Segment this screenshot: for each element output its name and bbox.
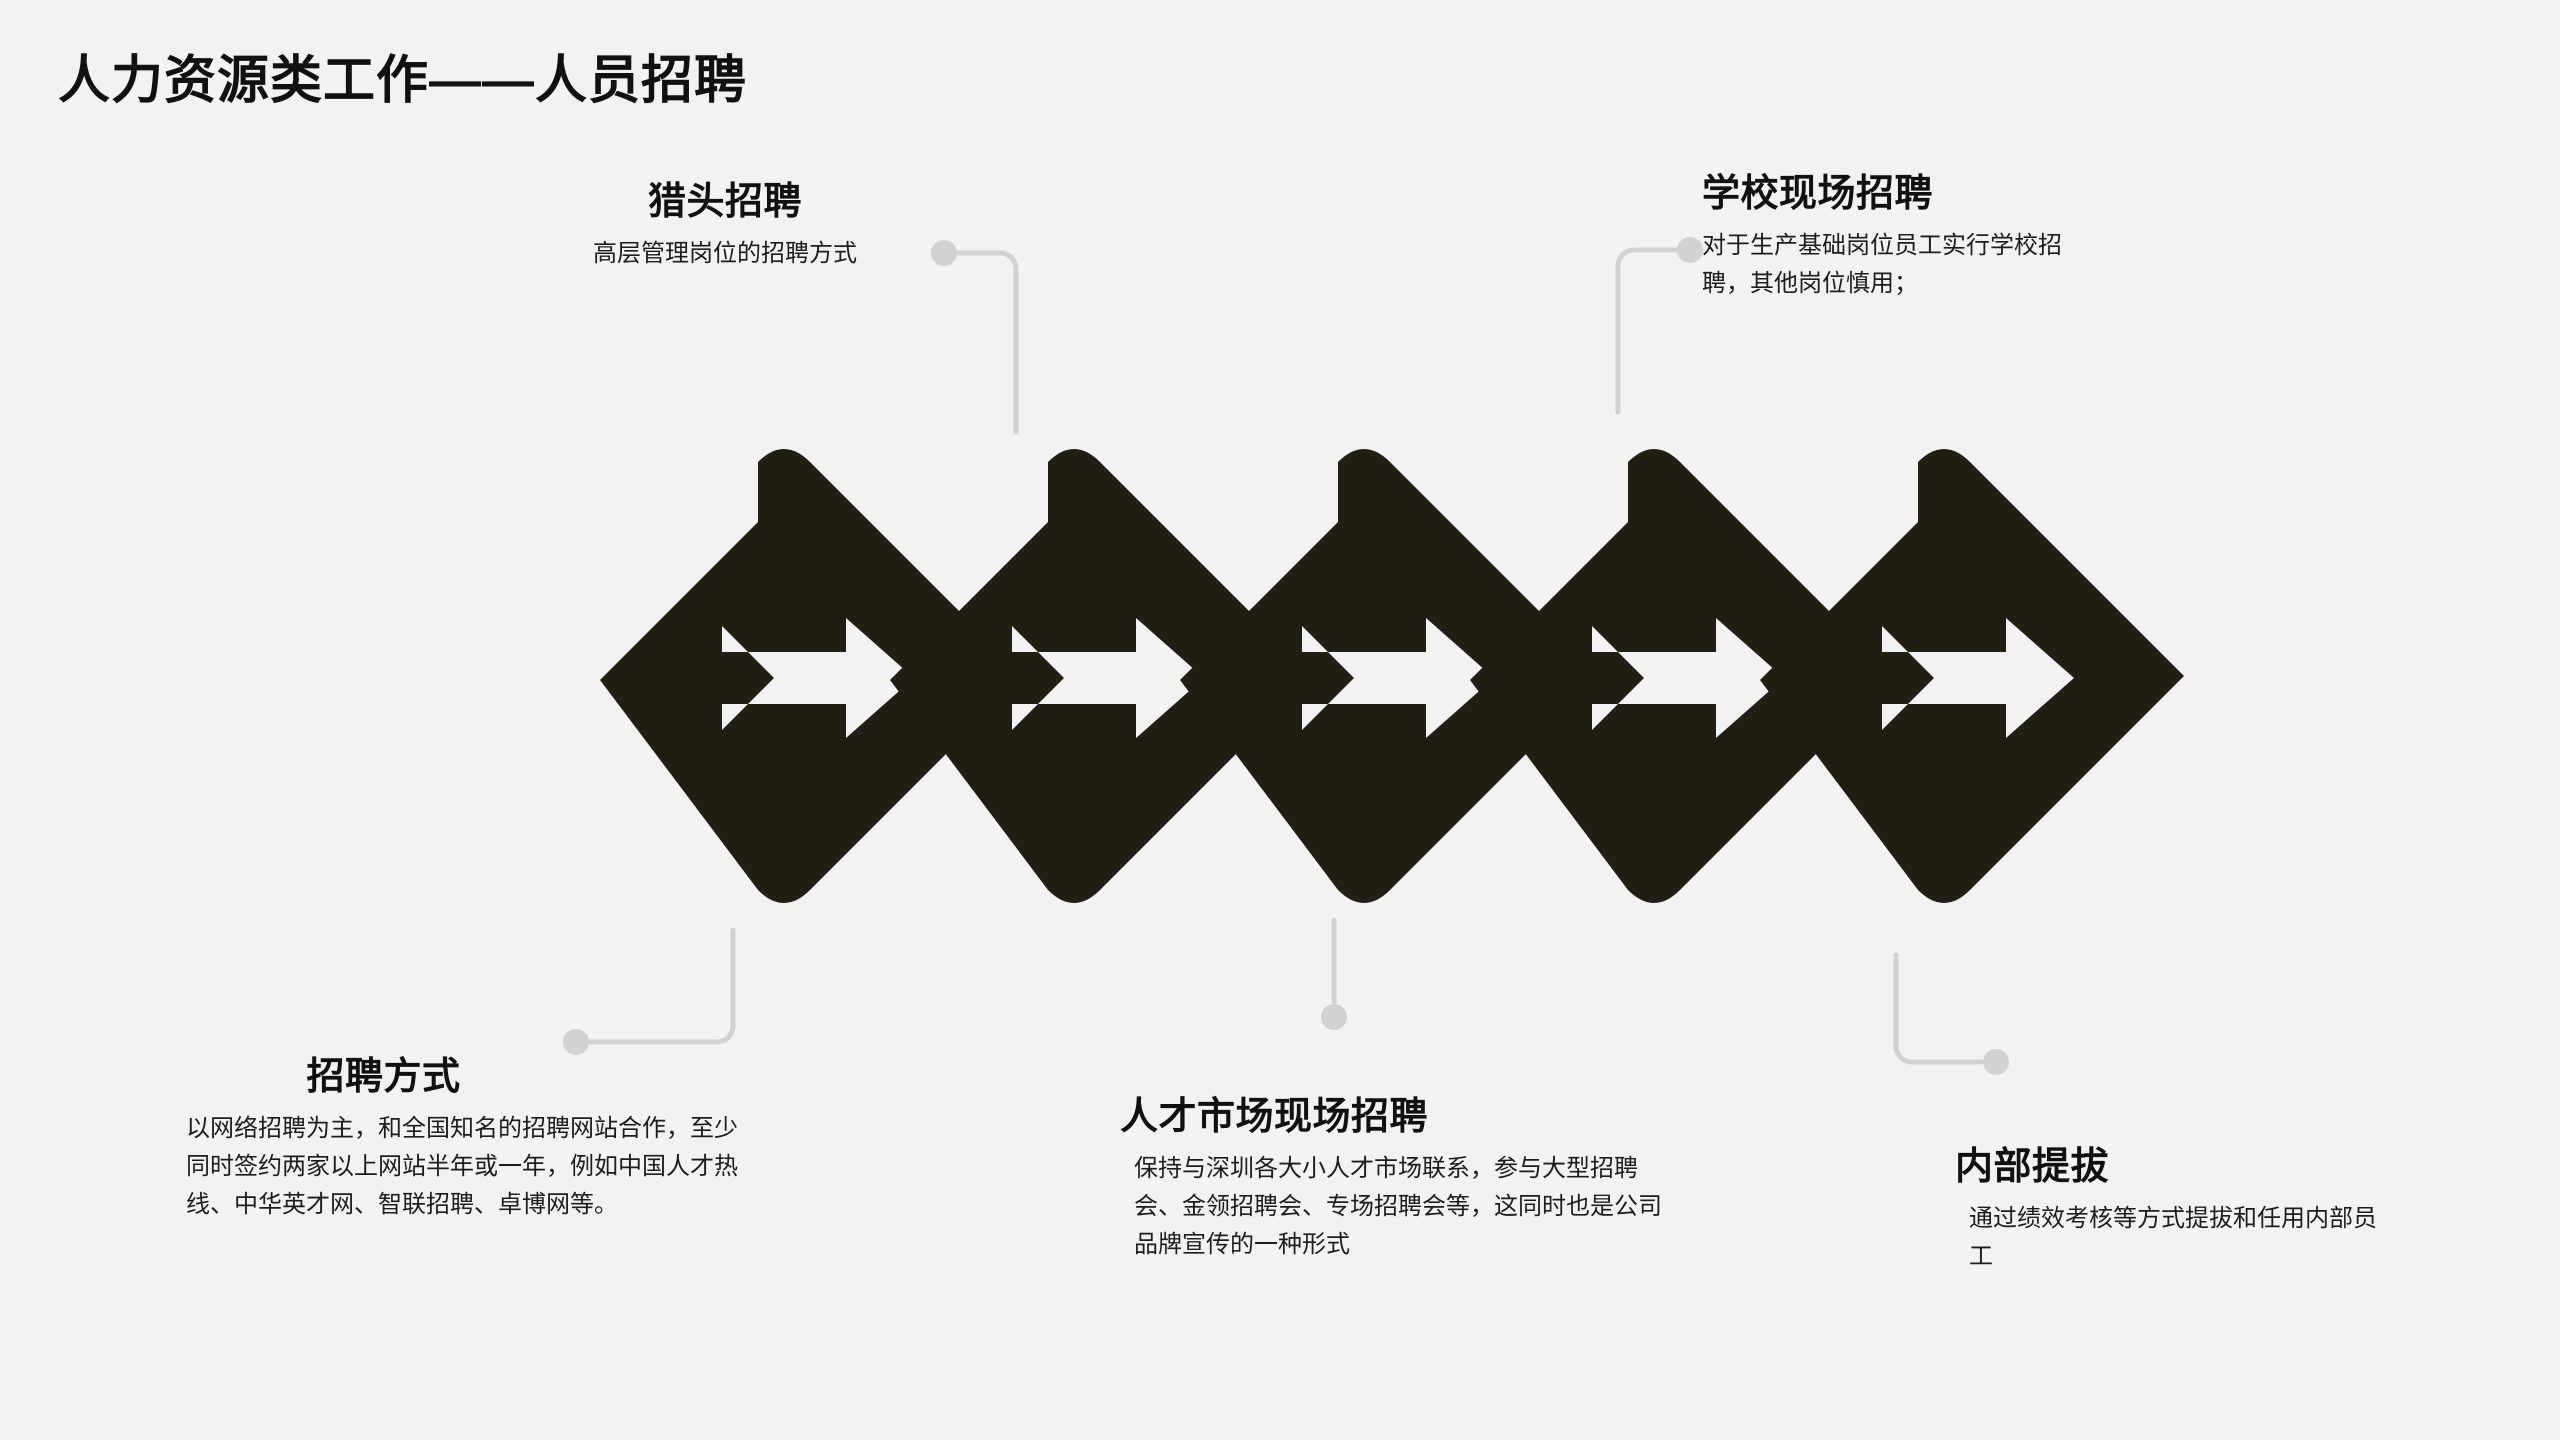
chevron-step-4 (1470, 449, 1894, 903)
callout-school: 学校现场招聘 对于生产基础岗位员工实行学校招聘，其他岗位慎用； (1702, 162, 2122, 303)
callout-method-title: 招聘方式 (306, 1056, 461, 1098)
connector-dot (1677, 237, 1703, 263)
callout-method: 招聘方式 以网络招聘为主，和全国知名的招聘网站合作，至少同时签约两家以上网站半年… (186, 1045, 746, 1224)
callout-headhunt-body: 高层管理岗位的招聘方式 (593, 240, 857, 267)
chevron-step-2 (890, 449, 1314, 903)
connector-dot (1321, 1004, 1347, 1030)
chevron-step-5 (1760, 449, 2184, 903)
callout-promote-body: 通过绩效考核等方式提拔和任用内部员工 (1969, 1205, 2377, 1270)
callout-market: 人才市场现场招聘 保持与深圳各大小人才市场联系，参与大型招聘会、金领招聘会、专场… (1120, 1085, 1680, 1264)
connector-headhunt (931, 240, 1019, 435)
connector-school (1615, 237, 1703, 415)
chevron-step-3 (1180, 449, 1604, 903)
callout-promote-title: 内部提拔 (1955, 1146, 2110, 1188)
callout-market-body: 保持与深圳各大小人才市场联系，参与大型招聘会、金领招聘会、专场招聘会等，这同时也… (1134, 1155, 1662, 1258)
chevron-step-1 (600, 449, 1024, 903)
connector-market (1321, 917, 1347, 1030)
callout-market-title: 人才市场现场招聘 (1120, 1096, 1429, 1138)
callout-headhunt: 猎头招聘 高层管理岗位的招聘方式 (510, 170, 940, 273)
page-title: 人力资源类工作——人员招聘 (58, 52, 748, 110)
connector-dot (1983, 1049, 2009, 1075)
callout-method-body: 以网络招聘为主，和全国知名的招聘网站合作，至少同时签约两家以上网站半年或一年，例… (186, 1115, 738, 1218)
callout-headhunt-title: 猎头招聘 (647, 181, 802, 223)
callout-school-title: 学校现场招聘 (1702, 173, 1934, 215)
connector-method (563, 927, 736, 1055)
callout-promote: 内部提拔 通过绩效考核等方式提拔和任用内部员工 (1955, 1135, 2425, 1276)
connector-promote (1893, 952, 2009, 1075)
callout-school-body: 对于生产基础岗位员工实行学校招聘，其他岗位慎用； (1702, 232, 2062, 297)
